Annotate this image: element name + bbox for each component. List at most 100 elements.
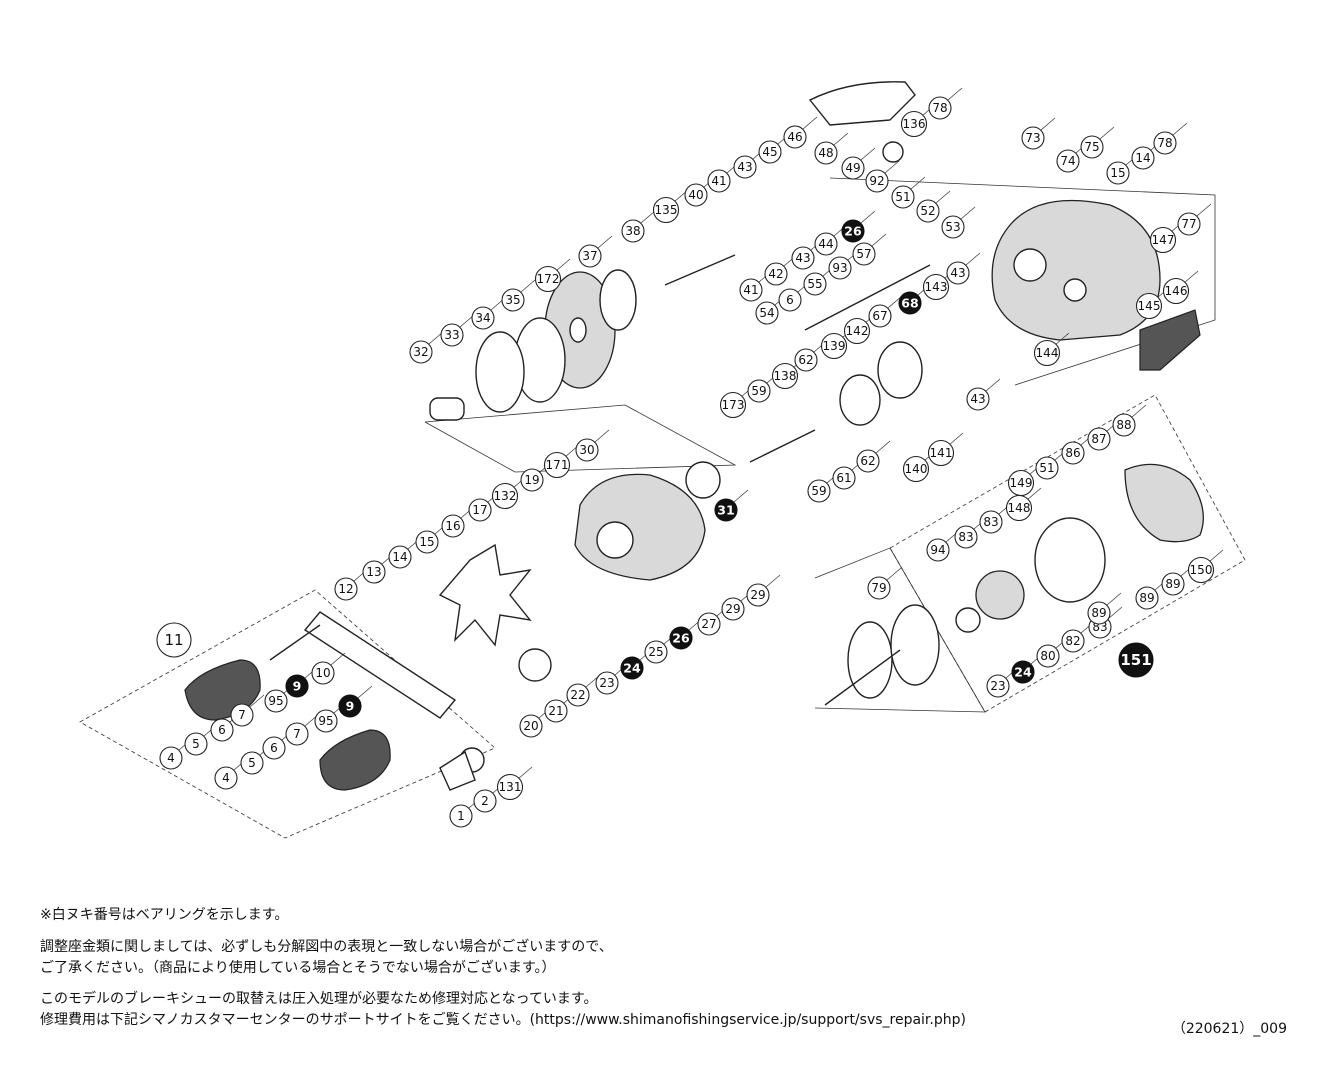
part-number-10-number: 10 xyxy=(315,666,330,680)
thumb-bar-part xyxy=(1139,309,1201,371)
part-number-46-number: 46 xyxy=(787,130,802,144)
part-number-62-number: 62 xyxy=(798,353,813,367)
part-number-67: 67 xyxy=(868,304,892,328)
part-number-74-number: 74 xyxy=(1060,154,1075,168)
star-drag-part xyxy=(438,543,532,647)
part-number-27-number: 27 xyxy=(701,617,716,631)
bushing-part xyxy=(429,397,465,421)
part-number-12: 12 xyxy=(334,577,358,601)
part-number-148: 148 xyxy=(1005,494,1033,522)
part-number-29-number: 29 xyxy=(750,588,765,602)
part-number-6-circle xyxy=(210,718,234,742)
part-number-40-number: 40 xyxy=(688,188,703,202)
part-number-89: 89 xyxy=(1087,601,1111,625)
part-number-78: 78 xyxy=(1153,131,1177,155)
part-number-52-number: 52 xyxy=(920,204,935,218)
part-number-171-circle xyxy=(543,451,571,479)
part-number-49-number: 49 xyxy=(845,161,860,175)
part-number-59-number: 59 xyxy=(751,384,766,398)
assembly-number-151-circle xyxy=(1118,642,1154,678)
part-number-13-circle xyxy=(362,560,386,584)
part-number-45-circle xyxy=(758,140,782,164)
part-number-73: 73 xyxy=(1021,126,1045,150)
part-number-25-circle xyxy=(644,640,668,664)
part-number-89-circle xyxy=(1087,601,1111,625)
part-number-147-number: 147 xyxy=(1152,233,1175,247)
leader-line xyxy=(555,258,571,272)
part-number-54-number: 54 xyxy=(759,306,774,320)
part-number-82-number: 82 xyxy=(1065,634,1080,648)
part-number-95-number: 95 xyxy=(268,694,283,708)
part-number-149-number: 149 xyxy=(1010,476,1033,490)
bearing-number-26: 26 xyxy=(669,626,693,650)
part-number-141: 141 xyxy=(927,439,955,467)
part-number-95-circle xyxy=(264,689,288,713)
part-number-86: 86 xyxy=(1061,441,1085,465)
handle-knob-part xyxy=(319,729,391,791)
part-number-23: 23 xyxy=(595,671,619,695)
part-number-148-number: 148 xyxy=(1008,501,1031,515)
part-number-13-number: 13 xyxy=(366,565,381,579)
leader-line xyxy=(947,87,963,101)
part-number-57-number: 57 xyxy=(856,247,871,261)
leader-line xyxy=(357,685,373,699)
part-number-88-circle xyxy=(1112,413,1136,437)
part-number-19-number: 19 xyxy=(524,473,539,487)
part-number-1-circle xyxy=(449,804,473,828)
leader-line xyxy=(1172,122,1188,136)
part-number-5-number: 5 xyxy=(248,756,256,770)
part-number-83-circle xyxy=(954,525,978,549)
part-number-139-number: 139 xyxy=(823,339,846,353)
part-number-15: 15 xyxy=(415,530,439,554)
leader-line xyxy=(860,210,876,224)
part-number-132-circle xyxy=(491,482,519,510)
part-number-40: 40 xyxy=(684,183,708,207)
part-number-54: 54 xyxy=(755,301,779,325)
part-number-43-circle xyxy=(946,261,970,285)
part-number-150-circle xyxy=(1187,556,1215,584)
part-number-10-circle xyxy=(311,661,335,685)
part-number-7-number: 7 xyxy=(238,708,246,722)
notes-block: ※白ヌキ番号はベアリングを示します。 調整座金類に関しましては、必ずしも分解図中… xyxy=(40,905,1300,1041)
bearing-number-26-number: 26 xyxy=(844,224,862,239)
part-number-34-number: 34 xyxy=(475,311,490,325)
part-number-138-circle xyxy=(771,362,799,390)
bearing-number-26-number: 26 xyxy=(672,631,690,646)
drag-washer-part xyxy=(599,269,637,331)
part-number-143-number: 143 xyxy=(925,280,948,294)
part-number-87-circle xyxy=(1087,427,1111,451)
part-number-138: 138 xyxy=(771,362,799,390)
part-number-150: 150 xyxy=(1187,556,1215,584)
part-number-173: 173 xyxy=(719,391,747,419)
frame-hole-part xyxy=(1063,278,1087,302)
part-number-67-number: 67 xyxy=(872,309,887,323)
assembly-number-11-number: 11 xyxy=(164,631,183,649)
note-brake-shoe: このモデルのブレーキシューの取替えは圧入処理が必要なため修理対応となっています。 xyxy=(40,991,598,1007)
part-number-43: 43 xyxy=(966,387,990,411)
part-number-6-circle xyxy=(778,288,802,312)
note-repair-support-link[interactable]: 修理費用は下記シマノカスタマーセンターのサポートサイトをご覧ください。(http… xyxy=(40,1012,966,1028)
bearing-number-31-circle xyxy=(714,498,738,522)
part-number-6-number: 6 xyxy=(786,293,794,307)
part-number-4: 4 xyxy=(159,746,183,770)
part-number-147: 147 xyxy=(1149,226,1177,254)
part-number-92: 92 xyxy=(865,169,889,193)
part-number-43-number: 43 xyxy=(795,251,810,265)
part-number-54-circle xyxy=(755,301,779,325)
part-number-142-number: 142 xyxy=(846,324,869,338)
part-number-48-number: 48 xyxy=(818,146,833,160)
part-number-5-circle xyxy=(184,732,208,756)
part-number-82: 82 xyxy=(1061,629,1085,653)
part-number-20: 20 xyxy=(519,714,543,738)
part-number-5: 5 xyxy=(240,751,264,775)
part-number-14: 14 xyxy=(1131,146,1155,170)
part-number-23-circle xyxy=(986,674,1010,698)
leader-line xyxy=(1131,404,1147,418)
part-number-44: 44 xyxy=(814,232,838,256)
part-number-33-circle xyxy=(440,323,464,347)
part-number-93-number: 93 xyxy=(832,261,847,275)
part-number-6: 6 xyxy=(262,736,286,760)
part-number-32: 32 xyxy=(409,340,433,364)
part-number-135-number: 135 xyxy=(655,203,678,217)
part-number-6: 6 xyxy=(778,288,802,312)
